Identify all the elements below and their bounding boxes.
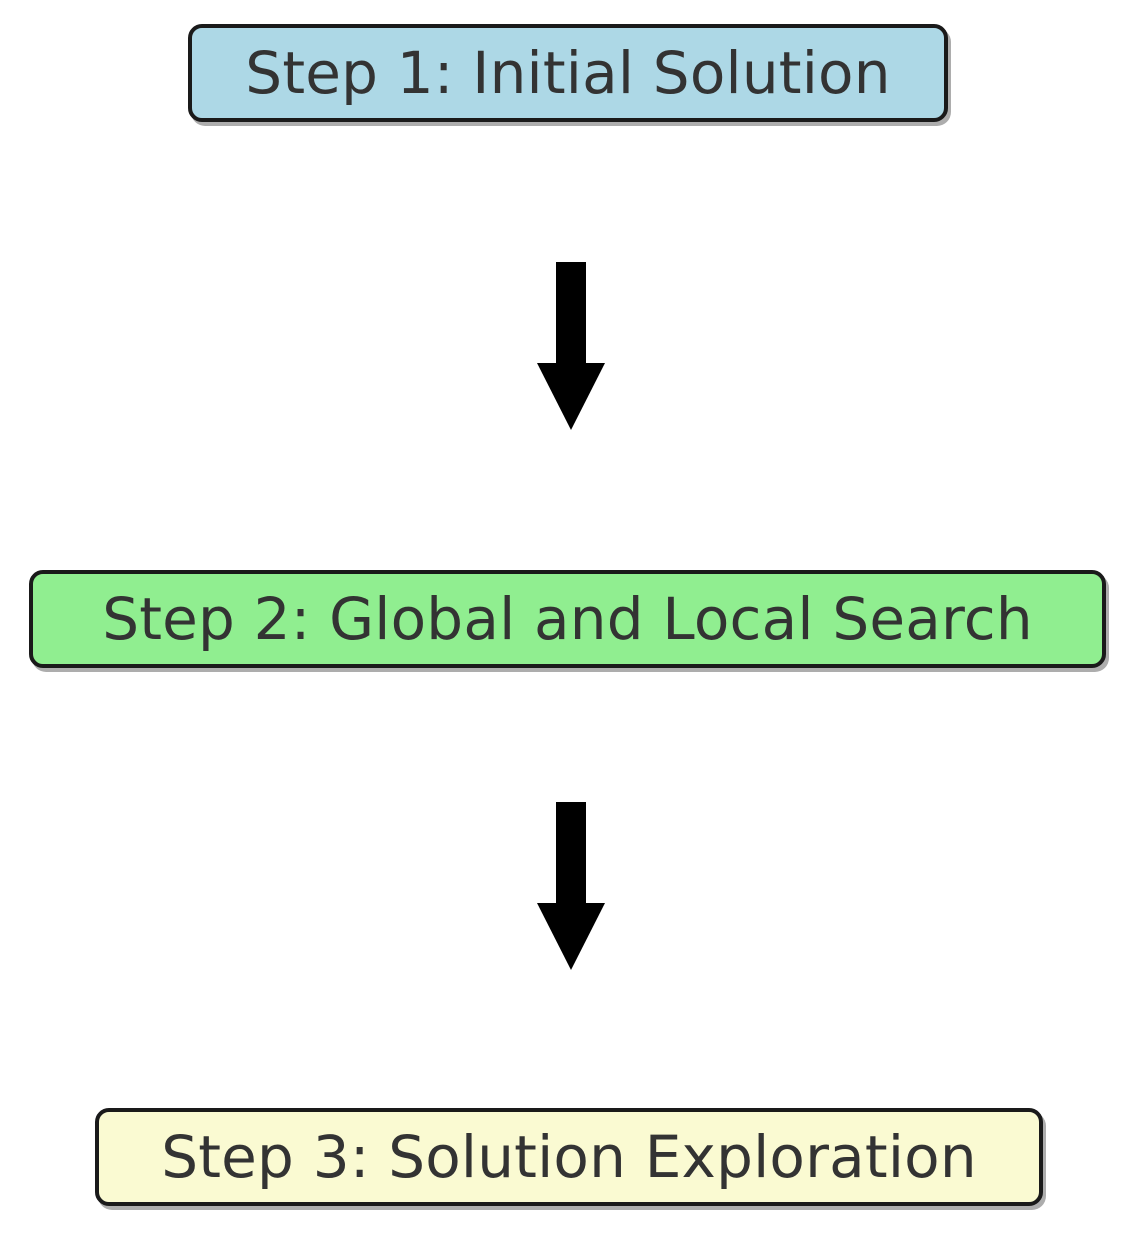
- flow-node-step1[interactable]: Step 1: Initial Solution: [188, 24, 948, 122]
- flow-edge-step1-to-step2: [0, 255, 1134, 440]
- down-arrow-icon: [537, 262, 605, 430]
- flow-edge-step2-to-step3: [0, 795, 1134, 980]
- down-arrow-icon: [537, 802, 605, 970]
- flow-node-step2-label: Step 2: Global and Local Search: [102, 585, 1033, 653]
- flow-node-step3-label: Step 3: Solution Exploration: [161, 1123, 977, 1191]
- flow-node-step1-label: Step 1: Initial Solution: [245, 39, 891, 107]
- flow-node-step2[interactable]: Step 2: Global and Local Search: [29, 570, 1106, 668]
- flow-node-step3[interactable]: Step 3: Solution Exploration: [95, 1108, 1043, 1206]
